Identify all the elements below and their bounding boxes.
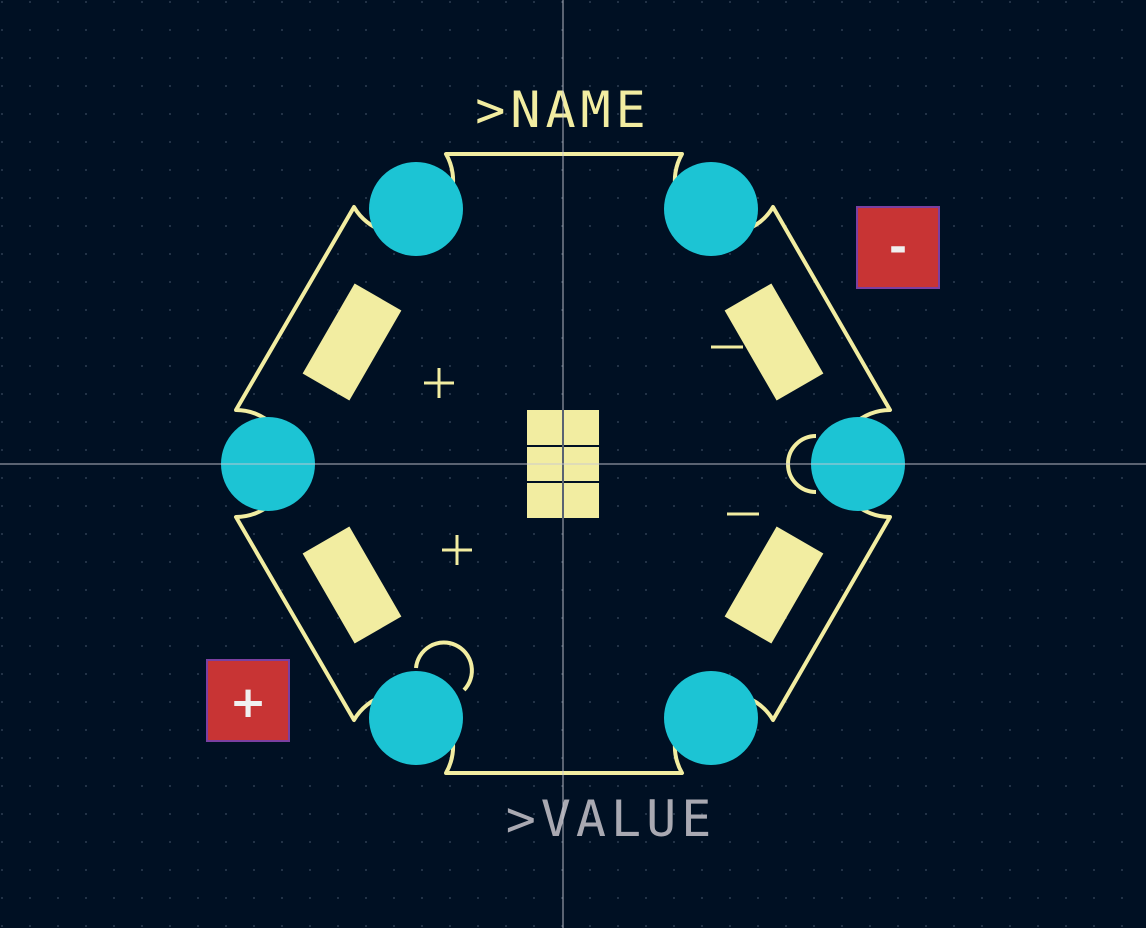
footprint-value-field[interactable]: >VALUE — [506, 790, 717, 848]
silkscreen-block-lower-left — [302, 526, 402, 644]
through-hole-pad-bottom-left[interactable] — [369, 671, 463, 765]
silkscreen-block-lower-right — [724, 526, 824, 644]
footprint-name-field[interactable]: >NAME — [475, 81, 651, 139]
silkscreen-plus-mark-lower — [442, 535, 472, 565]
smd-pad-negative[interactable]: - — [856, 206, 940, 289]
silkscreen-block-upper-left — [302, 283, 402, 401]
through-hole-pad-top-left[interactable] — [369, 162, 463, 256]
smd-pad-positive[interactable]: + — [206, 659, 290, 742]
smd-pad-positive-label: + — [230, 677, 267, 728]
silkscreen-outline — [234, 152, 892, 775]
through-hole-pad-top-right[interactable] — [664, 162, 758, 256]
silkscreen-polarity-loop-bottom — [414, 640, 474, 692]
through-hole-pad-bottom-right[interactable] — [664, 671, 758, 765]
silkscreen-block-upper-right — [724, 283, 824, 401]
silkscreen-plus-mark-upper — [424, 368, 454, 398]
smd-pad-negative-label: - — [889, 222, 907, 273]
